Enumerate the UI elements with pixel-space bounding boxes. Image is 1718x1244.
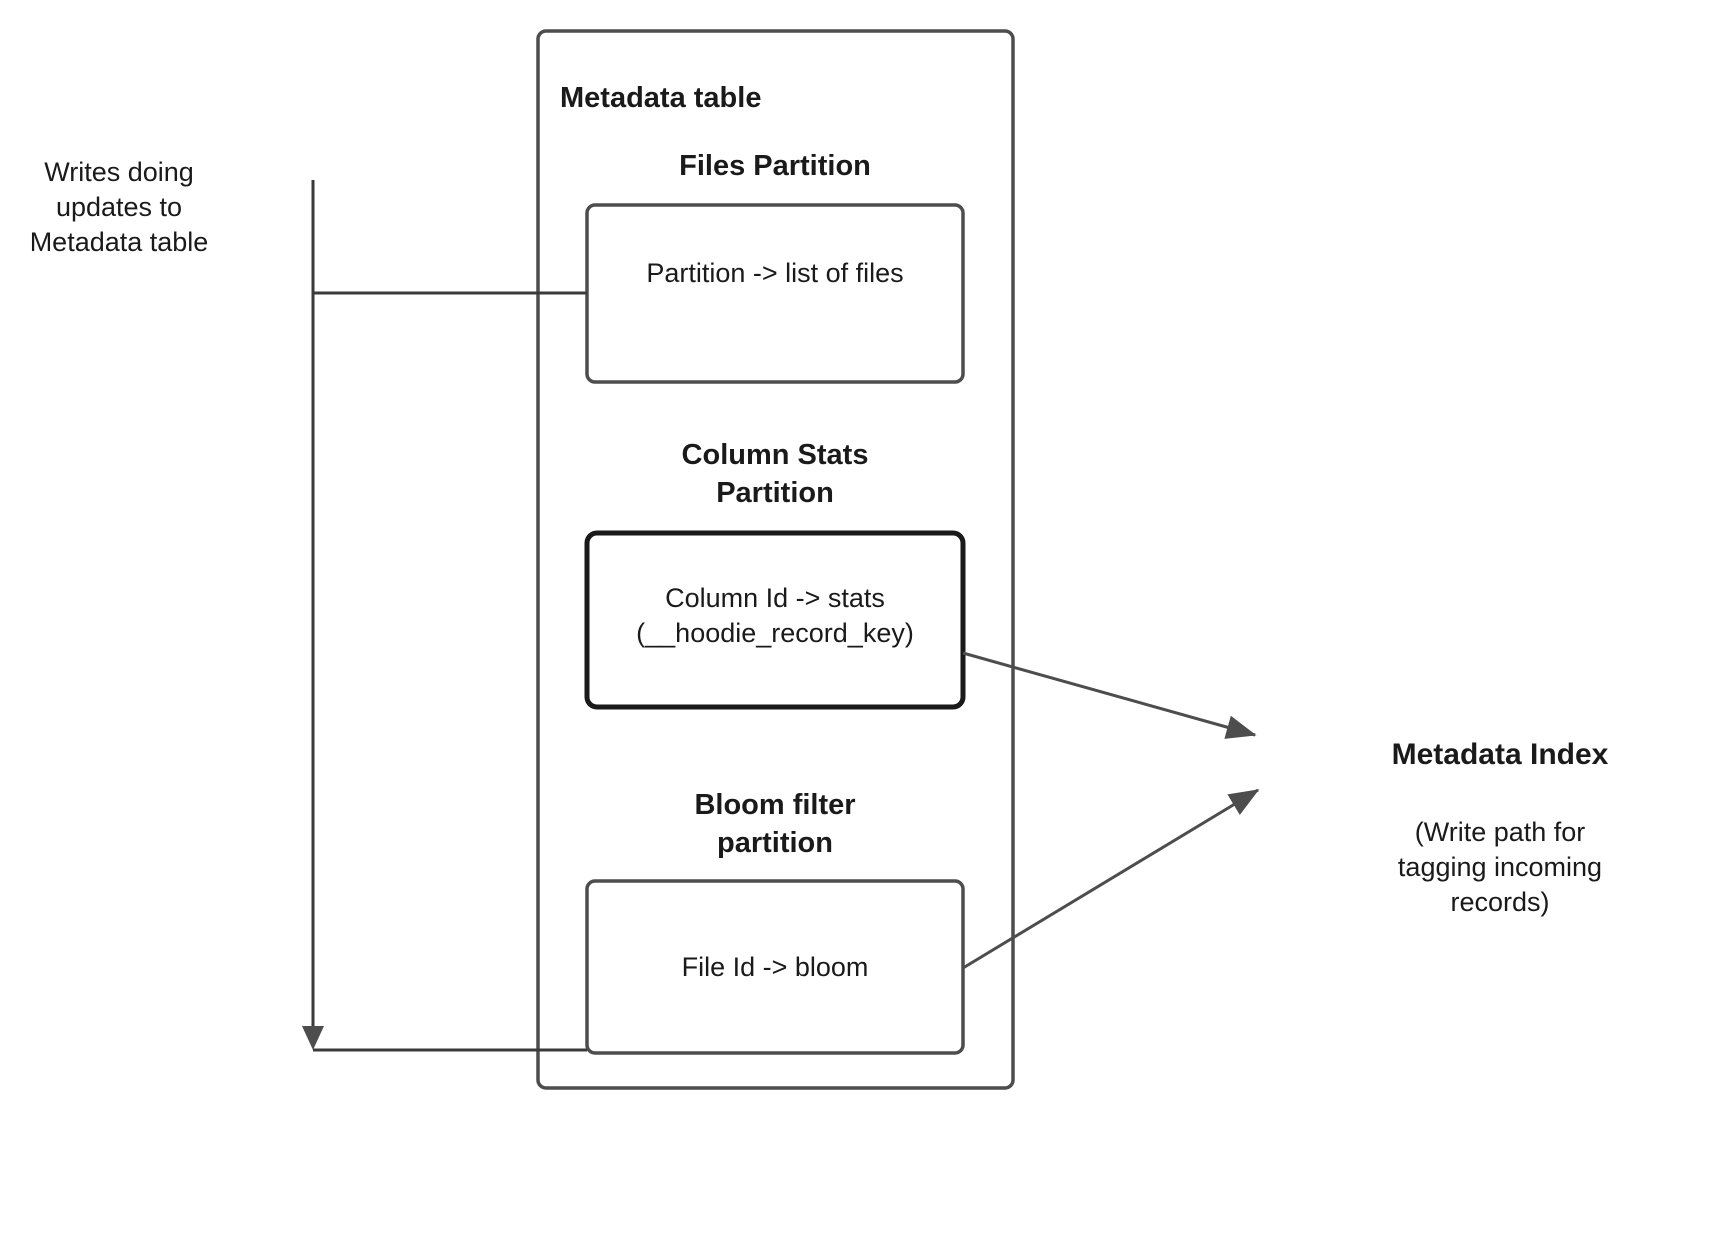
arrow-bloom-to-index (962, 788, 1260, 970)
column-stats-partition-heading: Column Stats Partition (681, 439, 869, 509)
files-partition-box (585, 203, 965, 384)
files-partition-box-text: Partition -> list of files (646, 258, 904, 288)
bloom-filter-partition-box-text: File Id -> bloom (681, 952, 869, 982)
metadata-table-label: Metadata table (560, 82, 762, 114)
bloom-filter-partition-heading: Bloom filter partition (694, 789, 856, 859)
metadata-index-title: Metadata Index (1391, 738, 1609, 771)
column-stats-partition-box-text: Column Id -> stats (__hoodie_record_key) (636, 583, 914, 649)
writes-note-label: Writes doing updates to Metadata table (29, 157, 209, 258)
files-partition-heading: Files Partition (679, 150, 871, 182)
column-stats-partition-box (584, 530, 966, 710)
metadata-index-subtitle: (Write path for tagging incoming records… (1397, 817, 1603, 918)
metadata-table-container (536, 29, 1015, 1090)
arrow-colstats-to-index (962, 651, 1257, 739)
arrow-down-icon (302, 1026, 324, 1050)
